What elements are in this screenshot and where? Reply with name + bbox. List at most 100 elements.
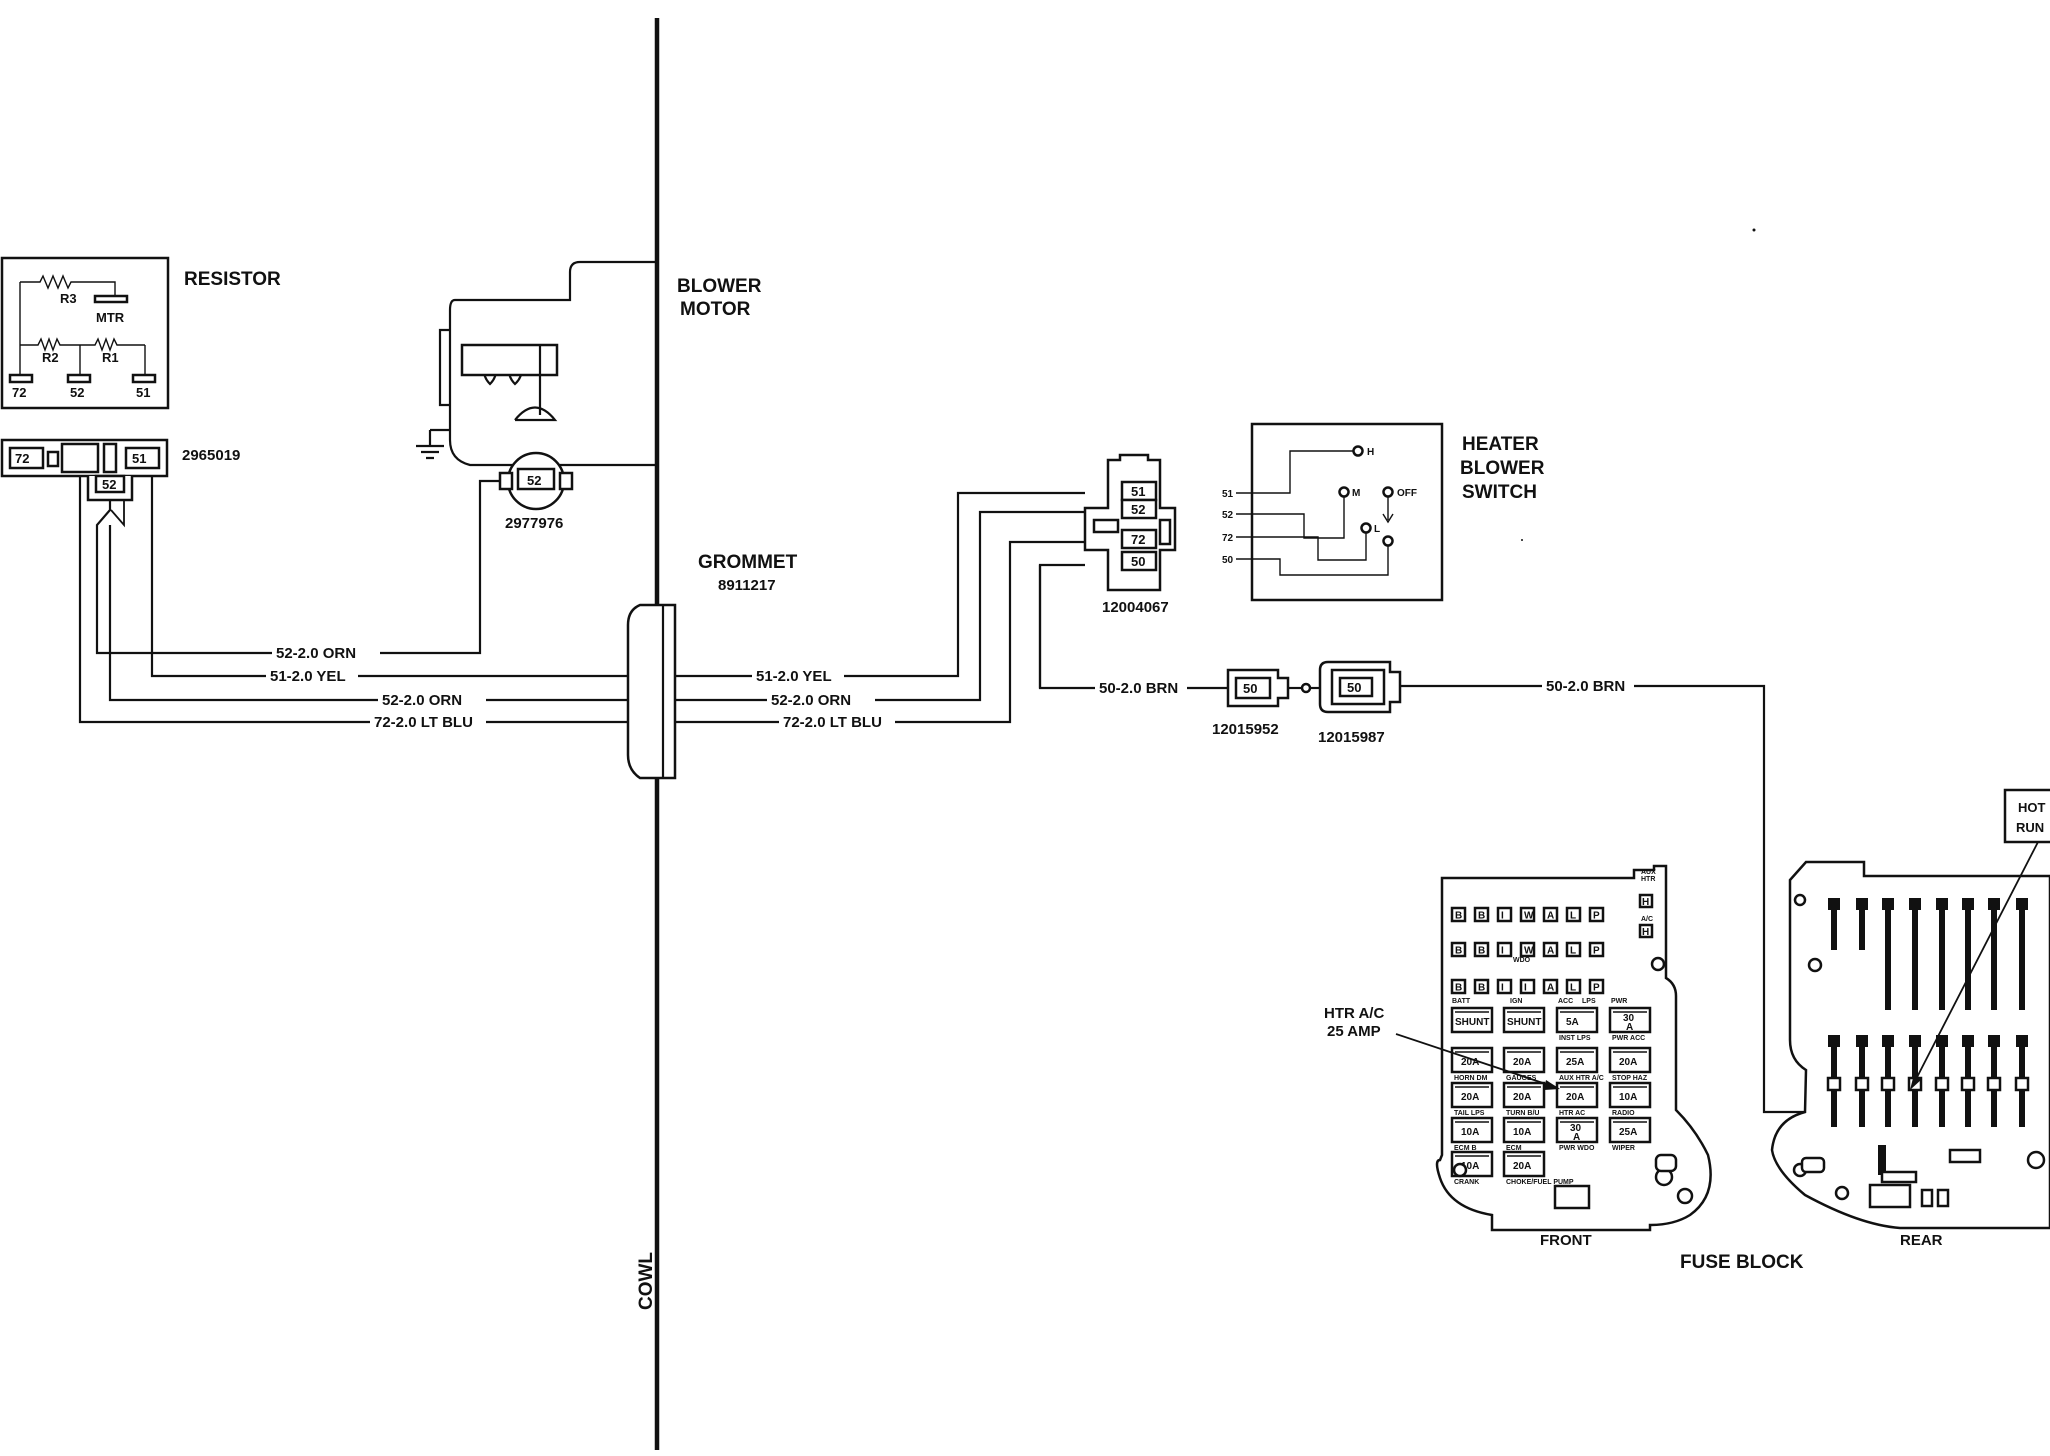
hot-run-label-1: HOT: [2018, 800, 2046, 815]
motor-connector-pin-52: 52: [527, 473, 541, 488]
switch-pin-72: 72: [1222, 533, 1234, 544]
fuse-code-label: P: [1593, 911, 1600, 922]
switch-connector: 51 52 72 50 12004067: [1083, 453, 1177, 616]
fuse-rating: 20A: [1619, 1057, 1637, 1068]
fuse-rating: 10A: [1461, 1127, 1479, 1138]
fuse-ac-label: A/C: [1641, 916, 1653, 923]
fuse-aux-cell: [1638, 893, 1654, 909]
fuse-circuit-label: ECM B: [1454, 1145, 1477, 1152]
fuse-rating: 20A: [1461, 1057, 1479, 1068]
heater-switch-title-1: HEATER: [1462, 434, 1539, 455]
fuse-rating: 30: [1570, 1123, 1582, 1134]
right-harness: 51-2.0 YEL 52-2.0 ORN 72-2.0 LT BLU: [675, 491, 1085, 731]
fuse-code-cell: [1565, 906, 1582, 923]
fuse-code-cell: [1542, 941, 1559, 958]
fuse-code-label: I: [1501, 911, 1504, 922]
rear-fuse-slot: [1868, 1183, 1912, 1209]
fuse-circuit-label: HORN DM: [1454, 1075, 1488, 1082]
fuse-code-cell: [1565, 978, 1582, 995]
inline-a-part-number: 12015952: [1212, 721, 1279, 738]
fuse-circuit-label: WIPER: [1612, 1145, 1635, 1152]
fuse-aux-mark: H: [1642, 897, 1649, 908]
fuse-row-label: ACC: [1558, 998, 1573, 1005]
switch-pin-50: 50: [1222, 555, 1234, 566]
fuse-aux-label: AUX: [1641, 869, 1656, 876]
fuse-aux-mark: H: [1642, 927, 1649, 938]
fuse-code-label: W: [1524, 946, 1534, 957]
fuse-row-label: IGN: [1510, 998, 1522, 1005]
fuse-code-label: L: [1570, 911, 1576, 922]
fuse-block-rear: REAR: [1770, 860, 2050, 1249]
resistor-assembly: R3 MTR R2 R1 72 52 51 RESISTOR: [0, 256, 281, 410]
fuse-code-cell: [1496, 978, 1513, 995]
fuse-code-cell: [1542, 978, 1559, 995]
grommet: GROMMET 8911217: [626, 552, 798, 780]
fuse-code-label: B: [1478, 946, 1485, 957]
fuse-circuit-label: CRANK: [1454, 1179, 1479, 1186]
resistor-r1-label: R1: [102, 350, 119, 365]
fuse-rating: 20A: [1513, 1057, 1531, 1068]
resistor-r3-label: R3: [60, 291, 77, 306]
fuse-spare: [1553, 1184, 1591, 1210]
grommet-title: GROMMET: [698, 552, 798, 573]
fuse-block-title: FUSE BLOCK: [1680, 1252, 1804, 1273]
grommet-part-number: 8911217: [718, 577, 776, 594]
mounting-hole: [1650, 956, 1666, 972]
wire-label-52-orn-motor: 52-2.0 ORN: [276, 645, 356, 662]
fuse-rating: 10A: [1619, 1092, 1637, 1103]
switch-pin-52: 52: [1222, 510, 1234, 521]
fuse-code-cell: [1565, 941, 1582, 958]
mounting-hole: [1807, 957, 1823, 973]
fuse-code-label: W: [1524, 911, 1534, 922]
rear-fuse-grid: [1792, 893, 2046, 1209]
switch-connector-pin-50: 50: [1131, 554, 1145, 569]
fuse-circuit-label: GAUGES: [1506, 1075, 1537, 1082]
resistor-terminal-72: 72: [12, 385, 26, 400]
fuse-code-label: I: [1524, 983, 1527, 994]
resistor-conn-pin-51: 51: [132, 451, 146, 466]
hot-run-callout: HOT RUN: [1910, 788, 2050, 1090]
fuse-rating: 30: [1623, 1013, 1635, 1024]
fuse-rating: 10A: [1461, 1161, 1479, 1172]
fuse-code-label: P: [1593, 946, 1600, 957]
mounting-hole: [2026, 1150, 2046, 1170]
fuse-code-cell: [1473, 906, 1490, 923]
wire-label-50-brn-1: 50-2.0 BRN: [1099, 680, 1178, 697]
fuse-wdo-label: WDO: [1513, 957, 1531, 964]
hot-run-label-2: RUN: [2016, 820, 2044, 835]
mounting-hole: [1676, 1187, 1694, 1205]
fuse-code-cell: [1588, 906, 1605, 923]
fuse-circuit-label: RADIO: [1612, 1110, 1635, 1117]
switch-connector-pin-72: 72: [1131, 532, 1145, 547]
resistor-terminal-52: 52: [70, 385, 84, 400]
fuse-block-rear-label: REAR: [1900, 1232, 1943, 1249]
fuse-rating: 25A: [1619, 1127, 1637, 1138]
resistor-mtr-label: MTR: [96, 310, 125, 325]
fuse-code-cell: [1473, 941, 1490, 958]
resistor-connector: 72 51 52 2965019: [0, 438, 240, 502]
fuse-code-label: I: [1501, 946, 1504, 957]
heater-blower-switch: 51 52 72 50 H M OFF L HEATER BLOWER SWIT…: [1222, 422, 1545, 602]
front-block-tab: [1654, 1153, 1678, 1173]
blower-motor-title-2: MOTOR: [680, 299, 751, 320]
fuse-rating: 20A: [1566, 1092, 1584, 1103]
cowl-label: COWL: [636, 1252, 657, 1310]
fuse-circuit-label: INST LPS: [1559, 1035, 1591, 1042]
fuse-code-label: B: [1455, 983, 1462, 994]
blower-motor-title-1: BLOWER: [677, 276, 762, 297]
fuse-circuit-label: ECM: [1506, 1145, 1522, 1152]
fuse-row-label: LPS: [1582, 998, 1596, 1005]
inline-connector-12015952: 50 12015952: [1212, 668, 1290, 738]
fuse-rating-unit: A: [1626, 1022, 1633, 1033]
wire-label-52-orn-left: 52-2.0 ORN: [382, 692, 462, 709]
fuse-code-cell: [1450, 906, 1467, 923]
fuse-code-cell: [1519, 941, 1536, 958]
blower-motor: BLOWER MOTOR: [416, 260, 762, 467]
htr-ac-label-2: 25 AMP: [1327, 1023, 1381, 1040]
fuse-code-cell: [1588, 978, 1605, 995]
wire-label-72-ltblu-right: 72-2.0 LT BLU: [783, 714, 882, 731]
heater-switch-title-2: BLOWER: [1460, 458, 1545, 479]
fuse-code-cell: [1588, 941, 1605, 958]
